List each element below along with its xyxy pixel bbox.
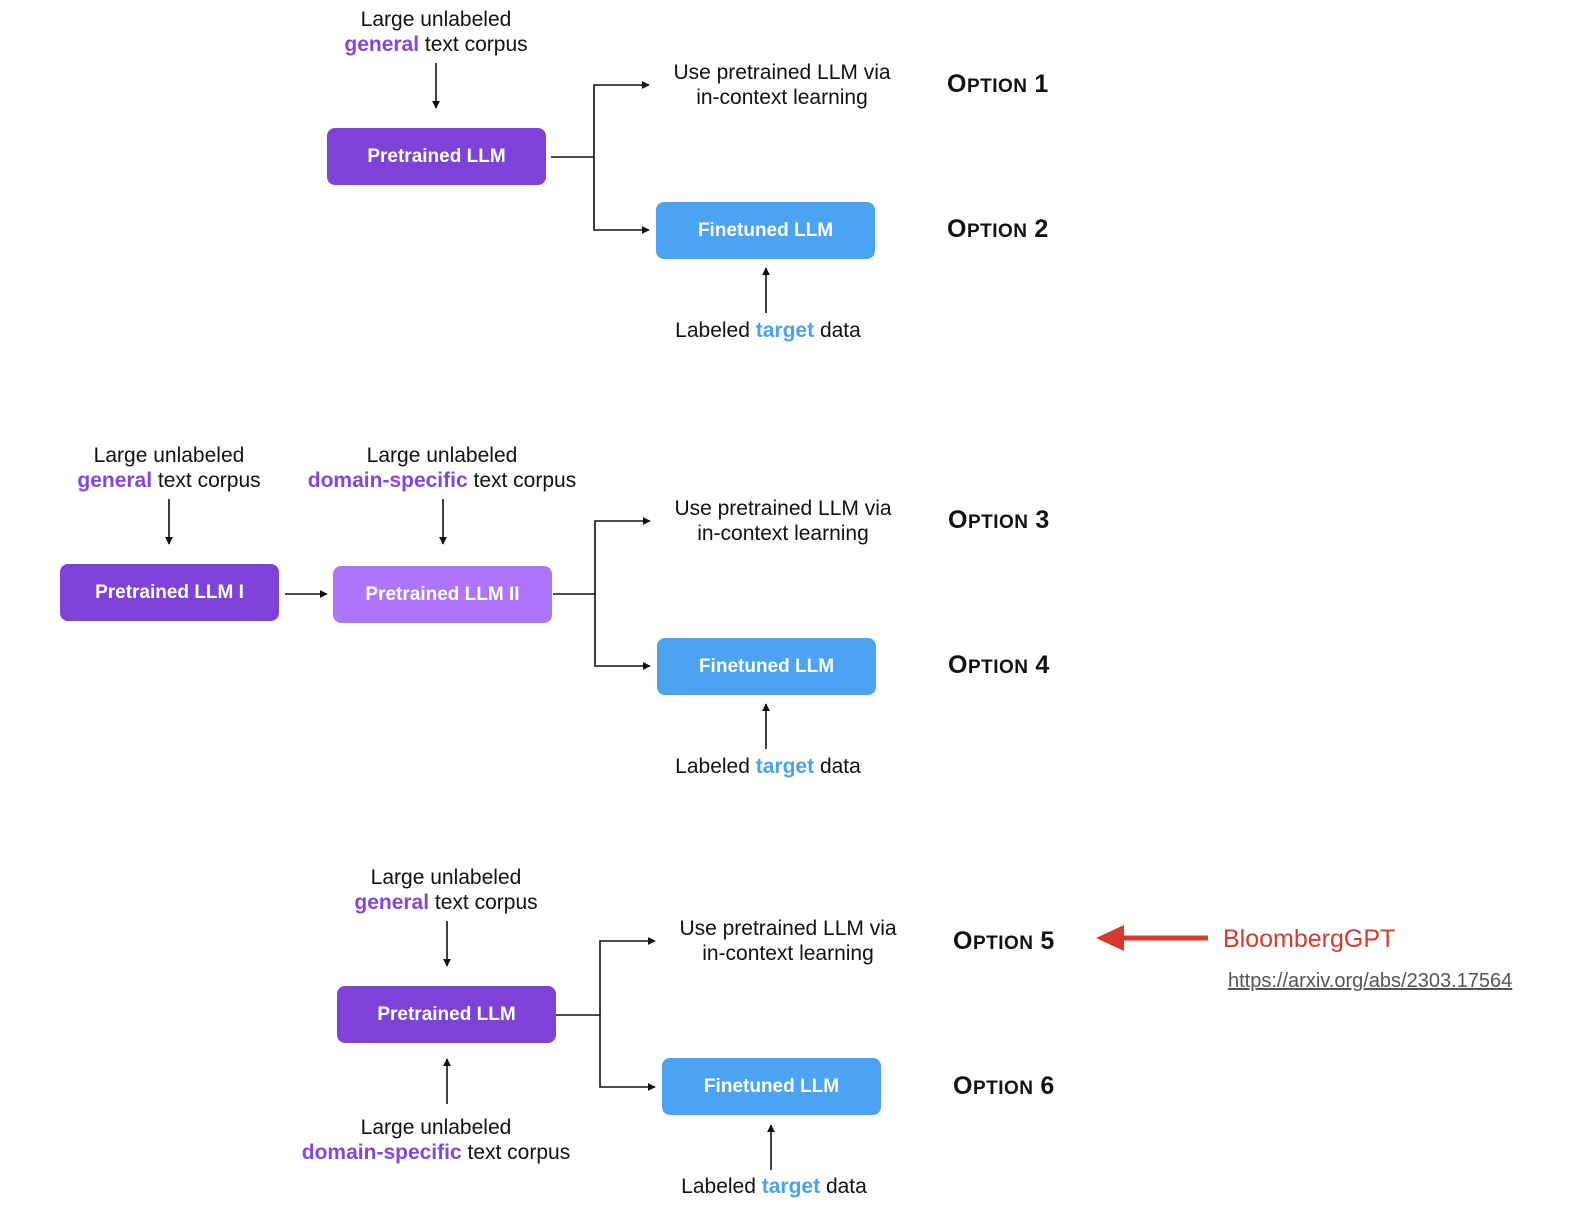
branch-pretrained-1 bbox=[551, 81, 650, 158]
finetuned-llm-box-1: Finetuned LLM bbox=[656, 202, 875, 259]
pretrained-llm-box-1: Pretrained LLM bbox=[327, 128, 546, 185]
option-6-label: Option 6 bbox=[953, 1072, 1055, 1100]
in-context-learning-label-2: Use pretrained LLM via in-context learni… bbox=[674, 497, 892, 545]
in-context-learning-label-3: Use pretrained LLM via in-context learni… bbox=[679, 917, 897, 965]
option-1-label: Option 1 bbox=[947, 70, 1049, 98]
domain-corpus-label-3: Large unlabeled domain-specific text cor… bbox=[301, 1116, 571, 1164]
finetuned-llm-box-3: Finetuned LLM bbox=[662, 1058, 881, 1115]
option-5-label: Option 5 bbox=[953, 927, 1055, 955]
branch-finetune-2 bbox=[594, 594, 651, 670]
labeled-target-data-label-1: Labeled target data bbox=[675, 319, 861, 342]
labeled-target-data-label-2: Labeled target data bbox=[675, 755, 861, 778]
domain-corpus-label-2: Large unlabeled domain-specific text cor… bbox=[307, 444, 577, 492]
option-3-label: Option 3 bbox=[948, 506, 1050, 534]
pretrained-llm-i-box: Pretrained LLM I bbox=[60, 564, 279, 621]
bloomberggpt-label: BloombergGPT bbox=[1223, 925, 1396, 953]
branch-pretrained-3 bbox=[556, 937, 656, 1016]
general-corpus-label-2: Large unlabeled general text corpus bbox=[77, 444, 261, 492]
pretrained-llm-ii-box: Pretrained LLM II bbox=[333, 566, 552, 623]
option-2-label: Option 2 bbox=[947, 215, 1049, 243]
branch-pretrained-2 bbox=[553, 517, 651, 595]
general-corpus-label-1: Large unlabeled general text corpus bbox=[344, 8, 528, 56]
labeled-target-data-label-3: Labeled target data bbox=[681, 1175, 867, 1198]
branch-finetune-1 bbox=[593, 157, 650, 234]
finetuned-llm-box-2: Finetuned LLM bbox=[657, 638, 876, 695]
option-4-label: Option 4 bbox=[948, 651, 1050, 679]
branch-finetune-3 bbox=[599, 1015, 656, 1091]
bloomberg-arrow bbox=[1096, 925, 1208, 951]
arxiv-link[interactable]: https://arxiv.org/abs/2303.17564 bbox=[1228, 970, 1513, 992]
general-corpus-label-3: Large unlabeled general text corpus bbox=[354, 866, 538, 914]
pretrained-llm-box-3: Pretrained LLM bbox=[337, 986, 556, 1043]
in-context-learning-label-1: Use pretrained LLM via in-context learni… bbox=[673, 61, 891, 109]
